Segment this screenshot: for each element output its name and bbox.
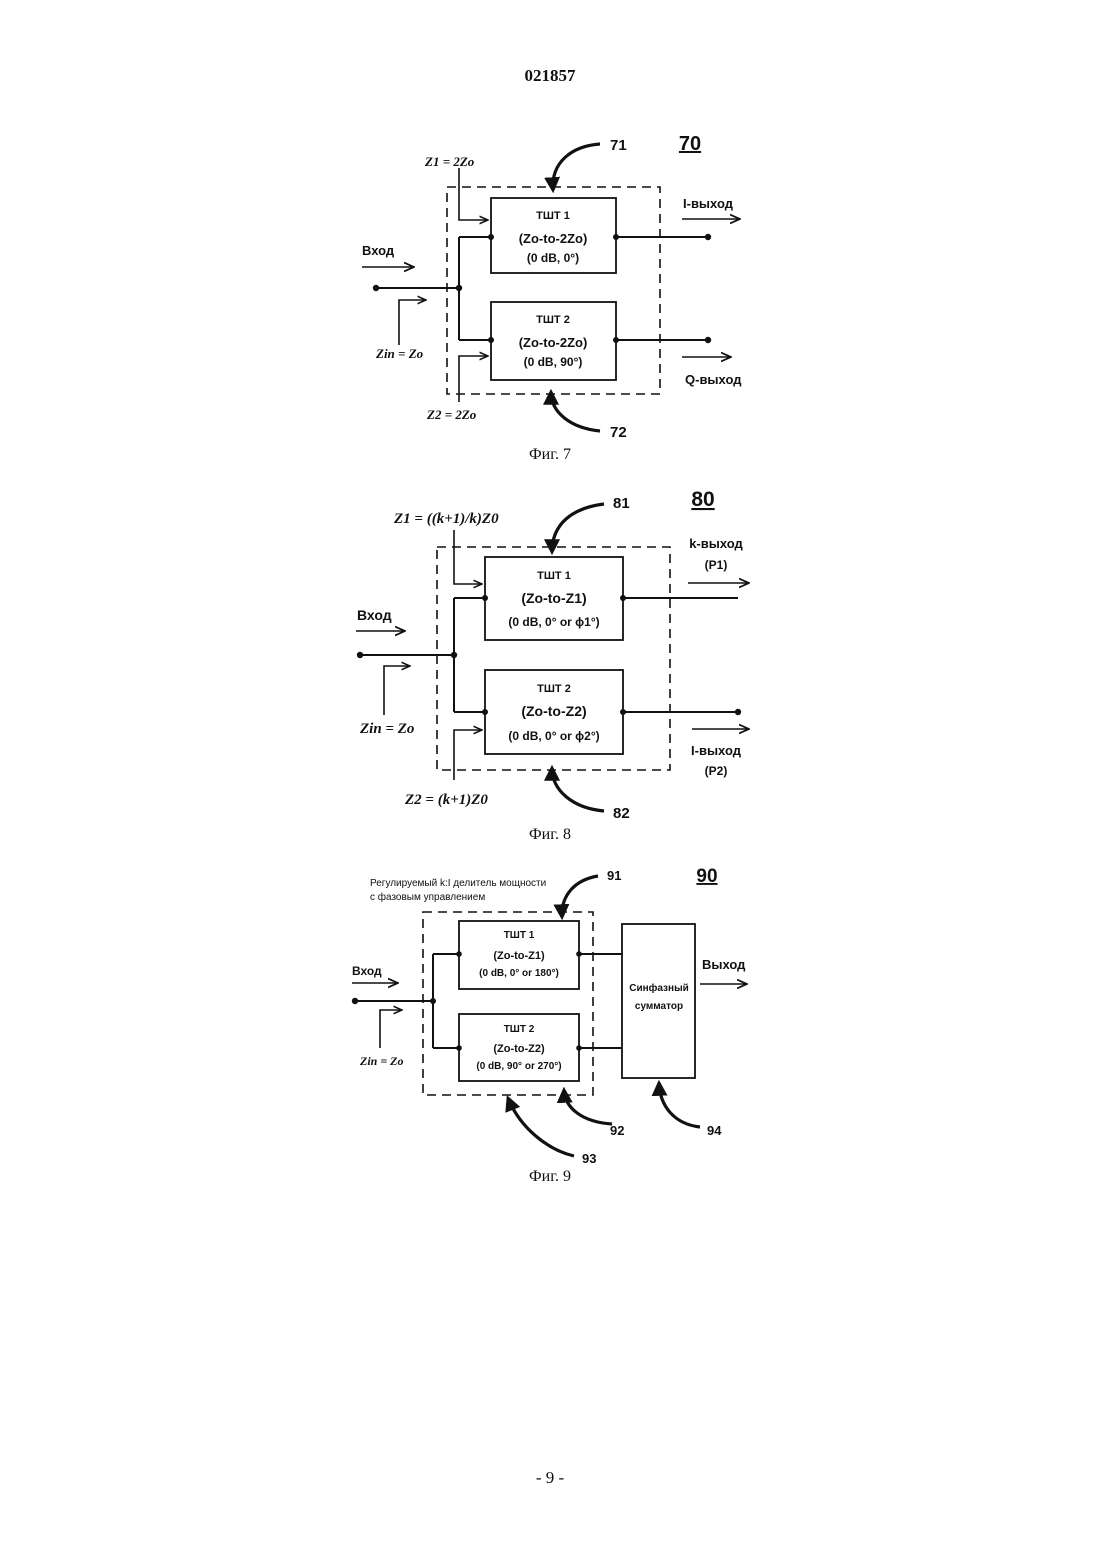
fig9-ref-91: 91 bbox=[607, 868, 621, 883]
fig7-block-1-line2: (0 dB, 0°) bbox=[527, 251, 579, 265]
fig8-z1-label: Z1 = ((k+1)/k)Z0 bbox=[393, 511, 499, 527]
fig7-z2-label: Z2 = 2Zo bbox=[426, 407, 477, 422]
fig7-block-2-name: ТШТ 2 bbox=[536, 314, 570, 326]
fig8-input-label: Вход bbox=[357, 607, 392, 623]
fig7-zin-label: Zin = Zo bbox=[375, 346, 424, 361]
figure-7 bbox=[362, 144, 740, 431]
fig9-block-1-line1: (Zo-to-Z1) bbox=[493, 950, 545, 962]
fig9-zin-label: Zin = Zo bbox=[359, 1054, 404, 1068]
fig7-i-output-label: I-выход bbox=[683, 196, 734, 211]
fig7-block-2-line1: (Zo-to-2Zo) bbox=[519, 335, 588, 350]
fig9-caption: Фиг. 9 bbox=[529, 1168, 571, 1185]
fig8-block-1-name: ТШТ 1 bbox=[537, 570, 571, 582]
fig7-q-output-label: Q-выход bbox=[685, 372, 742, 387]
fig9-input-label: Вход bbox=[352, 964, 382, 978]
figure-9 bbox=[352, 876, 747, 1156]
fig9-ref-94: 94 bbox=[707, 1123, 722, 1138]
fig9-combiner-line1: Синфазный bbox=[629, 982, 689, 994]
fig9-block-1-line2: (0 dB, 0° or 180°) bbox=[479, 968, 559, 979]
fig7-caption: Фиг. 7 bbox=[529, 446, 571, 463]
fig7-input-label: Вход bbox=[362, 243, 395, 258]
fig9-text: 90 91 92 93 94 Регулируемый k:I делитель… bbox=[352, 866, 746, 1185]
fig8-caption: Фиг. 8 bbox=[529, 826, 571, 843]
fig9-ref-92: 92 bbox=[610, 1123, 624, 1138]
fig8-ref-id: 80 bbox=[691, 488, 714, 511]
fig9-note-line1: Регулируемый k:I делитель мощности bbox=[370, 878, 546, 889]
fig8-block-2-name: ТШТ 2 bbox=[537, 683, 571, 695]
fig9-block-2-name: ТШТ 2 bbox=[504, 1024, 535, 1035]
fig9-block-2-line2: (0 dB, 90° or 270°) bbox=[476, 1061, 561, 1072]
fig9-ref-id: 90 bbox=[696, 866, 717, 887]
fig8-block-1-line1: (Zo-to-Z1) bbox=[521, 590, 586, 606]
fig8-text: 80 81 82 Z1 = ((k+1)/k)Z0 Z2 = (k+1)Z0 Z… bbox=[357, 488, 744, 843]
fig9-ref-93: 93 bbox=[582, 1151, 596, 1166]
fig7-ref-71: 71 bbox=[610, 137, 627, 154]
fig7-block-2-line2: (0 dB, 90°) bbox=[524, 355, 583, 369]
fig9-output-label: Выход bbox=[702, 957, 746, 972]
page-footer-number: - 9 - bbox=[0, 1468, 1100, 1488]
fig8-k-output-sub: (P1) bbox=[705, 558, 728, 572]
fig8-z2-label: Z2 = (k+1)Z0 bbox=[404, 792, 488, 808]
fig8-i-output-sub: (P2) bbox=[705, 764, 728, 778]
fig9-block-2-line1: (Zo-to-Z2) bbox=[493, 1043, 545, 1055]
fig9-block-1-name: ТШТ 1 bbox=[504, 930, 535, 941]
fig8-zin-label: Zin = Zo bbox=[359, 721, 414, 737]
fig9-combiner-line2: сумматор bbox=[635, 1001, 683, 1012]
fig8-ref-82: 82 bbox=[613, 805, 630, 822]
fig7-ref-72: 72 bbox=[610, 424, 627, 441]
fig8-i-output-label: I-выход bbox=[691, 743, 742, 758]
fig7-z1-label: Z1 = 2Zo bbox=[424, 154, 475, 169]
fig7-block-1-line1: (Zo-to-2Zo) bbox=[519, 231, 588, 246]
fig8-block-2-line1: (Zo-to-Z2) bbox=[521, 703, 586, 719]
fig8-block-1-line2: (0 dB, 0° or ϕ1°) bbox=[508, 615, 599, 629]
fig8-ref-81: 81 bbox=[613, 495, 630, 512]
fig8-block-2-line2: (0 dB, 0° or ϕ2°) bbox=[508, 729, 599, 743]
fig7-block-1-name: ТШТ 1 bbox=[536, 210, 570, 222]
fig9-note-line2: с фазовым управлением bbox=[370, 891, 485, 903]
fig8-k-output-label: k-выход bbox=[689, 536, 743, 551]
fig7-ref-id: 70 bbox=[679, 133, 701, 155]
